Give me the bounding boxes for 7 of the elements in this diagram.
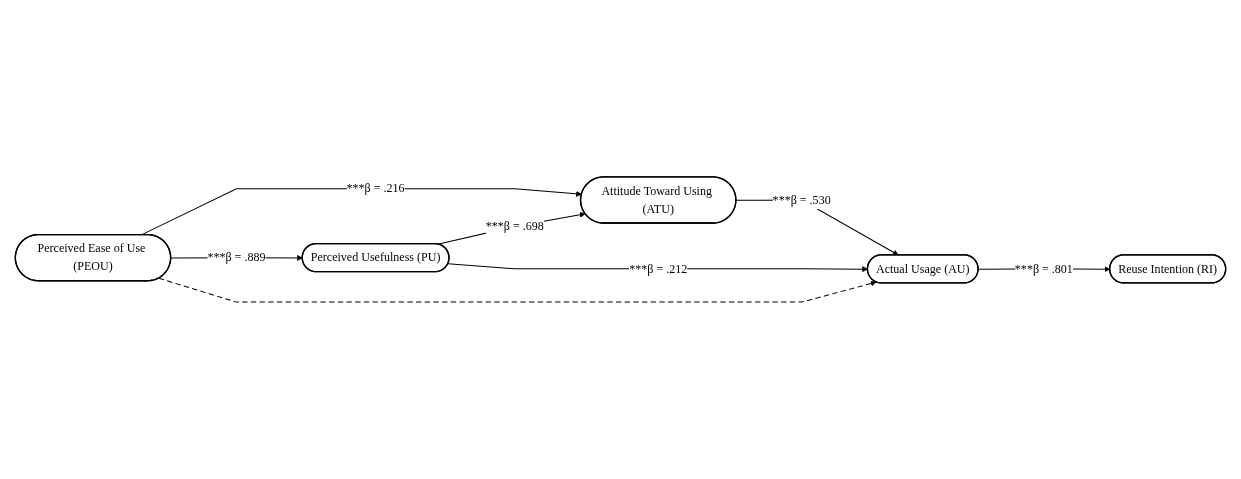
- edge-label: ***β = .216: [346, 181, 405, 196]
- edge-label: ***β = .889: [207, 250, 266, 264]
- edge-label: ***β = .801: [1014, 261, 1073, 276]
- edge-label: ***β = .698: [485, 219, 544, 233]
- edge-label: ***β = .212: [629, 261, 688, 276]
- arrow: [158, 277, 877, 303]
- edge-label: ***β = .530: [772, 192, 831, 207]
